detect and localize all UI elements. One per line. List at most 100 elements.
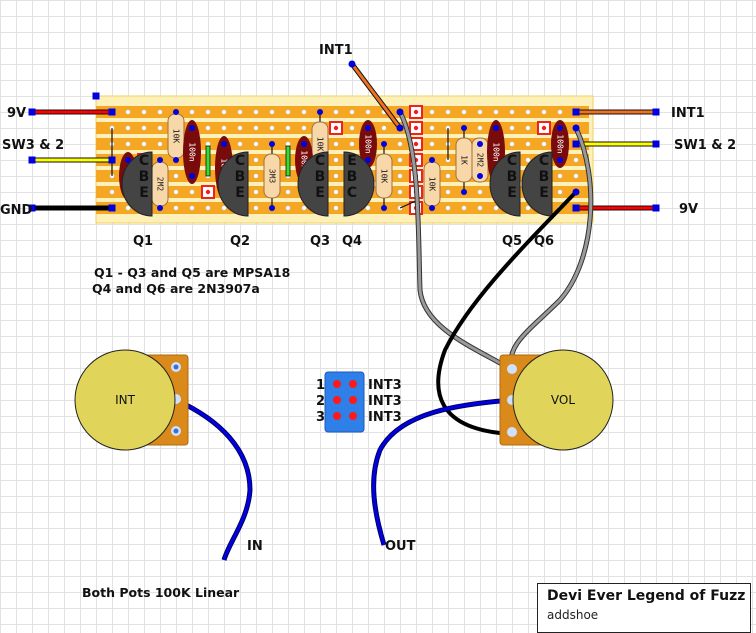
vol-pot-body [512, 349, 614, 451]
note-transistor-types-2: Q4 and Q6 are 2N3907a [92, 281, 260, 296]
wire-endpoint [28, 108, 36, 116]
hole [397, 157, 403, 163]
switch-lug [333, 412, 341, 420]
pad [221, 141, 227, 147]
transistor-pin-c: C [139, 153, 149, 169]
hole [285, 205, 291, 211]
hole [125, 205, 131, 211]
transistor-pin-b: B [507, 169, 518, 185]
track-cut-dot [333, 125, 339, 131]
diagram-title: Devi Ever Legend of Fuzz [547, 588, 746, 604]
transistor-pin-c: C [315, 153, 325, 169]
hole [333, 157, 339, 163]
hole [525, 205, 531, 211]
hole [509, 109, 515, 115]
pad [125, 157, 131, 163]
hole [557, 109, 563, 115]
vol-lead-1 [398, 111, 513, 372]
hole [557, 173, 563, 179]
hole [285, 125, 291, 131]
pad [493, 125, 499, 131]
hole [141, 125, 147, 131]
track-cut-dot [541, 125, 547, 131]
switch-row-1-num: 1 [316, 378, 325, 393]
wire-endpoint [396, 108, 404, 116]
hole [445, 173, 451, 179]
hole [285, 189, 291, 195]
wire-endpoint [652, 108, 660, 116]
label-q2: Q2 [230, 234, 250, 249]
pad [269, 205, 275, 211]
wire-int1-top [350, 63, 402, 129]
pad [461, 125, 467, 131]
transistor-q2: CBE [217, 151, 249, 217]
transistor-q4: EBC [343, 151, 375, 217]
resistor-value: 10K [380, 169, 389, 184]
resistor: 10K [167, 109, 185, 163]
wire-endpoint [28, 156, 36, 164]
transistor-q6: CBE [521, 151, 553, 217]
capacitor-value: 100n [364, 134, 373, 153]
resistor: 10K [375, 141, 393, 211]
label-q6: Q6 [534, 234, 554, 249]
label-int1-right: INT1 [671, 106, 705, 121]
hole [477, 109, 483, 115]
transistor-pin-c: C [347, 185, 357, 201]
jumper-green [285, 145, 291, 177]
hole [237, 141, 243, 147]
title-block: Devi Ever Legend of Fuzz addshoe [537, 583, 751, 633]
hole [349, 109, 355, 115]
int-pot: INT [74, 349, 189, 451]
vol-pot-lug-3 [507, 427, 517, 437]
hole [141, 109, 147, 115]
switch-lug [333, 380, 341, 388]
hole [429, 125, 435, 131]
hole [269, 125, 275, 131]
hole [157, 141, 163, 147]
transistor-body [297, 151, 329, 217]
hole [285, 109, 291, 115]
pad [381, 205, 387, 211]
transistor-pin-c: C [507, 153, 517, 169]
resistor: 2M2 [471, 137, 489, 183]
pad [189, 173, 195, 179]
hole [253, 157, 259, 163]
transistor-pin-b: B [347, 169, 358, 185]
hole [557, 189, 563, 195]
label-gnd: GND [0, 203, 33, 218]
pad [157, 157, 163, 163]
hole [397, 173, 403, 179]
switch-row-2-label: INT3 [368, 394, 402, 409]
track-cut-dot [413, 109, 419, 115]
copper-strip [96, 202, 589, 214]
pad [269, 141, 275, 147]
pad [381, 141, 387, 147]
label-in: IN [247, 539, 263, 554]
hole [333, 205, 339, 211]
transistor-pin-b: B [315, 169, 326, 185]
hole [445, 205, 451, 211]
hole [541, 141, 547, 147]
transistor-pin-c: C [235, 153, 245, 169]
transistor-body [217, 151, 249, 217]
switch-lug [349, 412, 357, 420]
switch-lug [349, 380, 357, 388]
vol-lead-2 [509, 127, 593, 371]
int-pot-body [74, 349, 176, 451]
hole [477, 189, 483, 195]
capacitor-value: 100n [492, 142, 501, 161]
label-sw3: SW3 & 2 [2, 138, 64, 153]
hole [189, 189, 195, 195]
transistor-body [343, 151, 375, 217]
hole [301, 205, 307, 211]
vol-pot-lug-1 [507, 364, 517, 374]
transistor-q3: CBE [297, 151, 329, 217]
pad [429, 157, 435, 163]
hole [301, 109, 307, 115]
hole [397, 141, 403, 147]
hole [253, 125, 259, 131]
transistor-pin-b: B [139, 169, 150, 185]
wire-endpoint [108, 108, 116, 116]
hole [493, 109, 499, 115]
